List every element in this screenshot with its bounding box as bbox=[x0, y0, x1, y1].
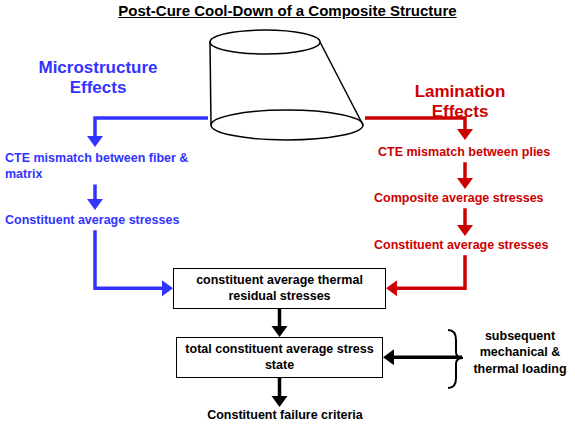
arrow-head bbox=[457, 129, 473, 140]
flow-text: Constituent average stresses bbox=[374, 237, 566, 253]
node-text: subsequent mechanical & thermal loading bbox=[470, 328, 570, 377]
connector bbox=[457, 208, 473, 236]
blue-branch bbox=[95, 118, 208, 138]
flow-text: Constituent average stresses bbox=[5, 212, 210, 228]
arrow-head bbox=[87, 136, 103, 147]
node-text: Constituent average stresses bbox=[374, 237, 566, 253]
connector bbox=[457, 162, 473, 189]
flow-text: Composite average stresses bbox=[374, 190, 566, 206]
frustum bbox=[210, 30, 363, 140]
process-box: constituent average thermal residual str… bbox=[173, 268, 386, 309]
section-heading: Lamination Effects bbox=[385, 82, 535, 122]
connector bbox=[87, 185, 103, 211]
section-heading: Microstructure Effects bbox=[8, 58, 188, 98]
node-text: Constituent failure criteria bbox=[195, 407, 375, 423]
connector bbox=[386, 255, 465, 296]
connector bbox=[272, 309, 288, 338]
node-text: total constituent average stress state bbox=[183, 341, 376, 374]
node-text: CTE mismatch between fiber & matrix bbox=[5, 150, 210, 183]
connector bbox=[95, 230, 173, 296]
flow-text: Constituent failure criteria bbox=[195, 407, 375, 423]
connector bbox=[272, 378, 288, 408]
node-text: constituent average thermal residual str… bbox=[180, 272, 379, 305]
node-text: CTE mismatch between plies bbox=[378, 144, 570, 160]
flow-text: CTE mismatch between fiber & matrix bbox=[5, 150, 210, 183]
node-text: Constituent average stresses bbox=[5, 212, 210, 228]
process-box: total constituent average stress state bbox=[176, 337, 383, 378]
flow-text: subsequent mechanical & thermal loading bbox=[470, 328, 570, 377]
connector bbox=[383, 349, 462, 365]
title: Post-Cure Cool-Down of a Composite Struc… bbox=[0, 2, 575, 19]
flow-text: CTE mismatch between plies bbox=[378, 144, 570, 160]
node-text: Composite average stresses bbox=[374, 190, 566, 206]
